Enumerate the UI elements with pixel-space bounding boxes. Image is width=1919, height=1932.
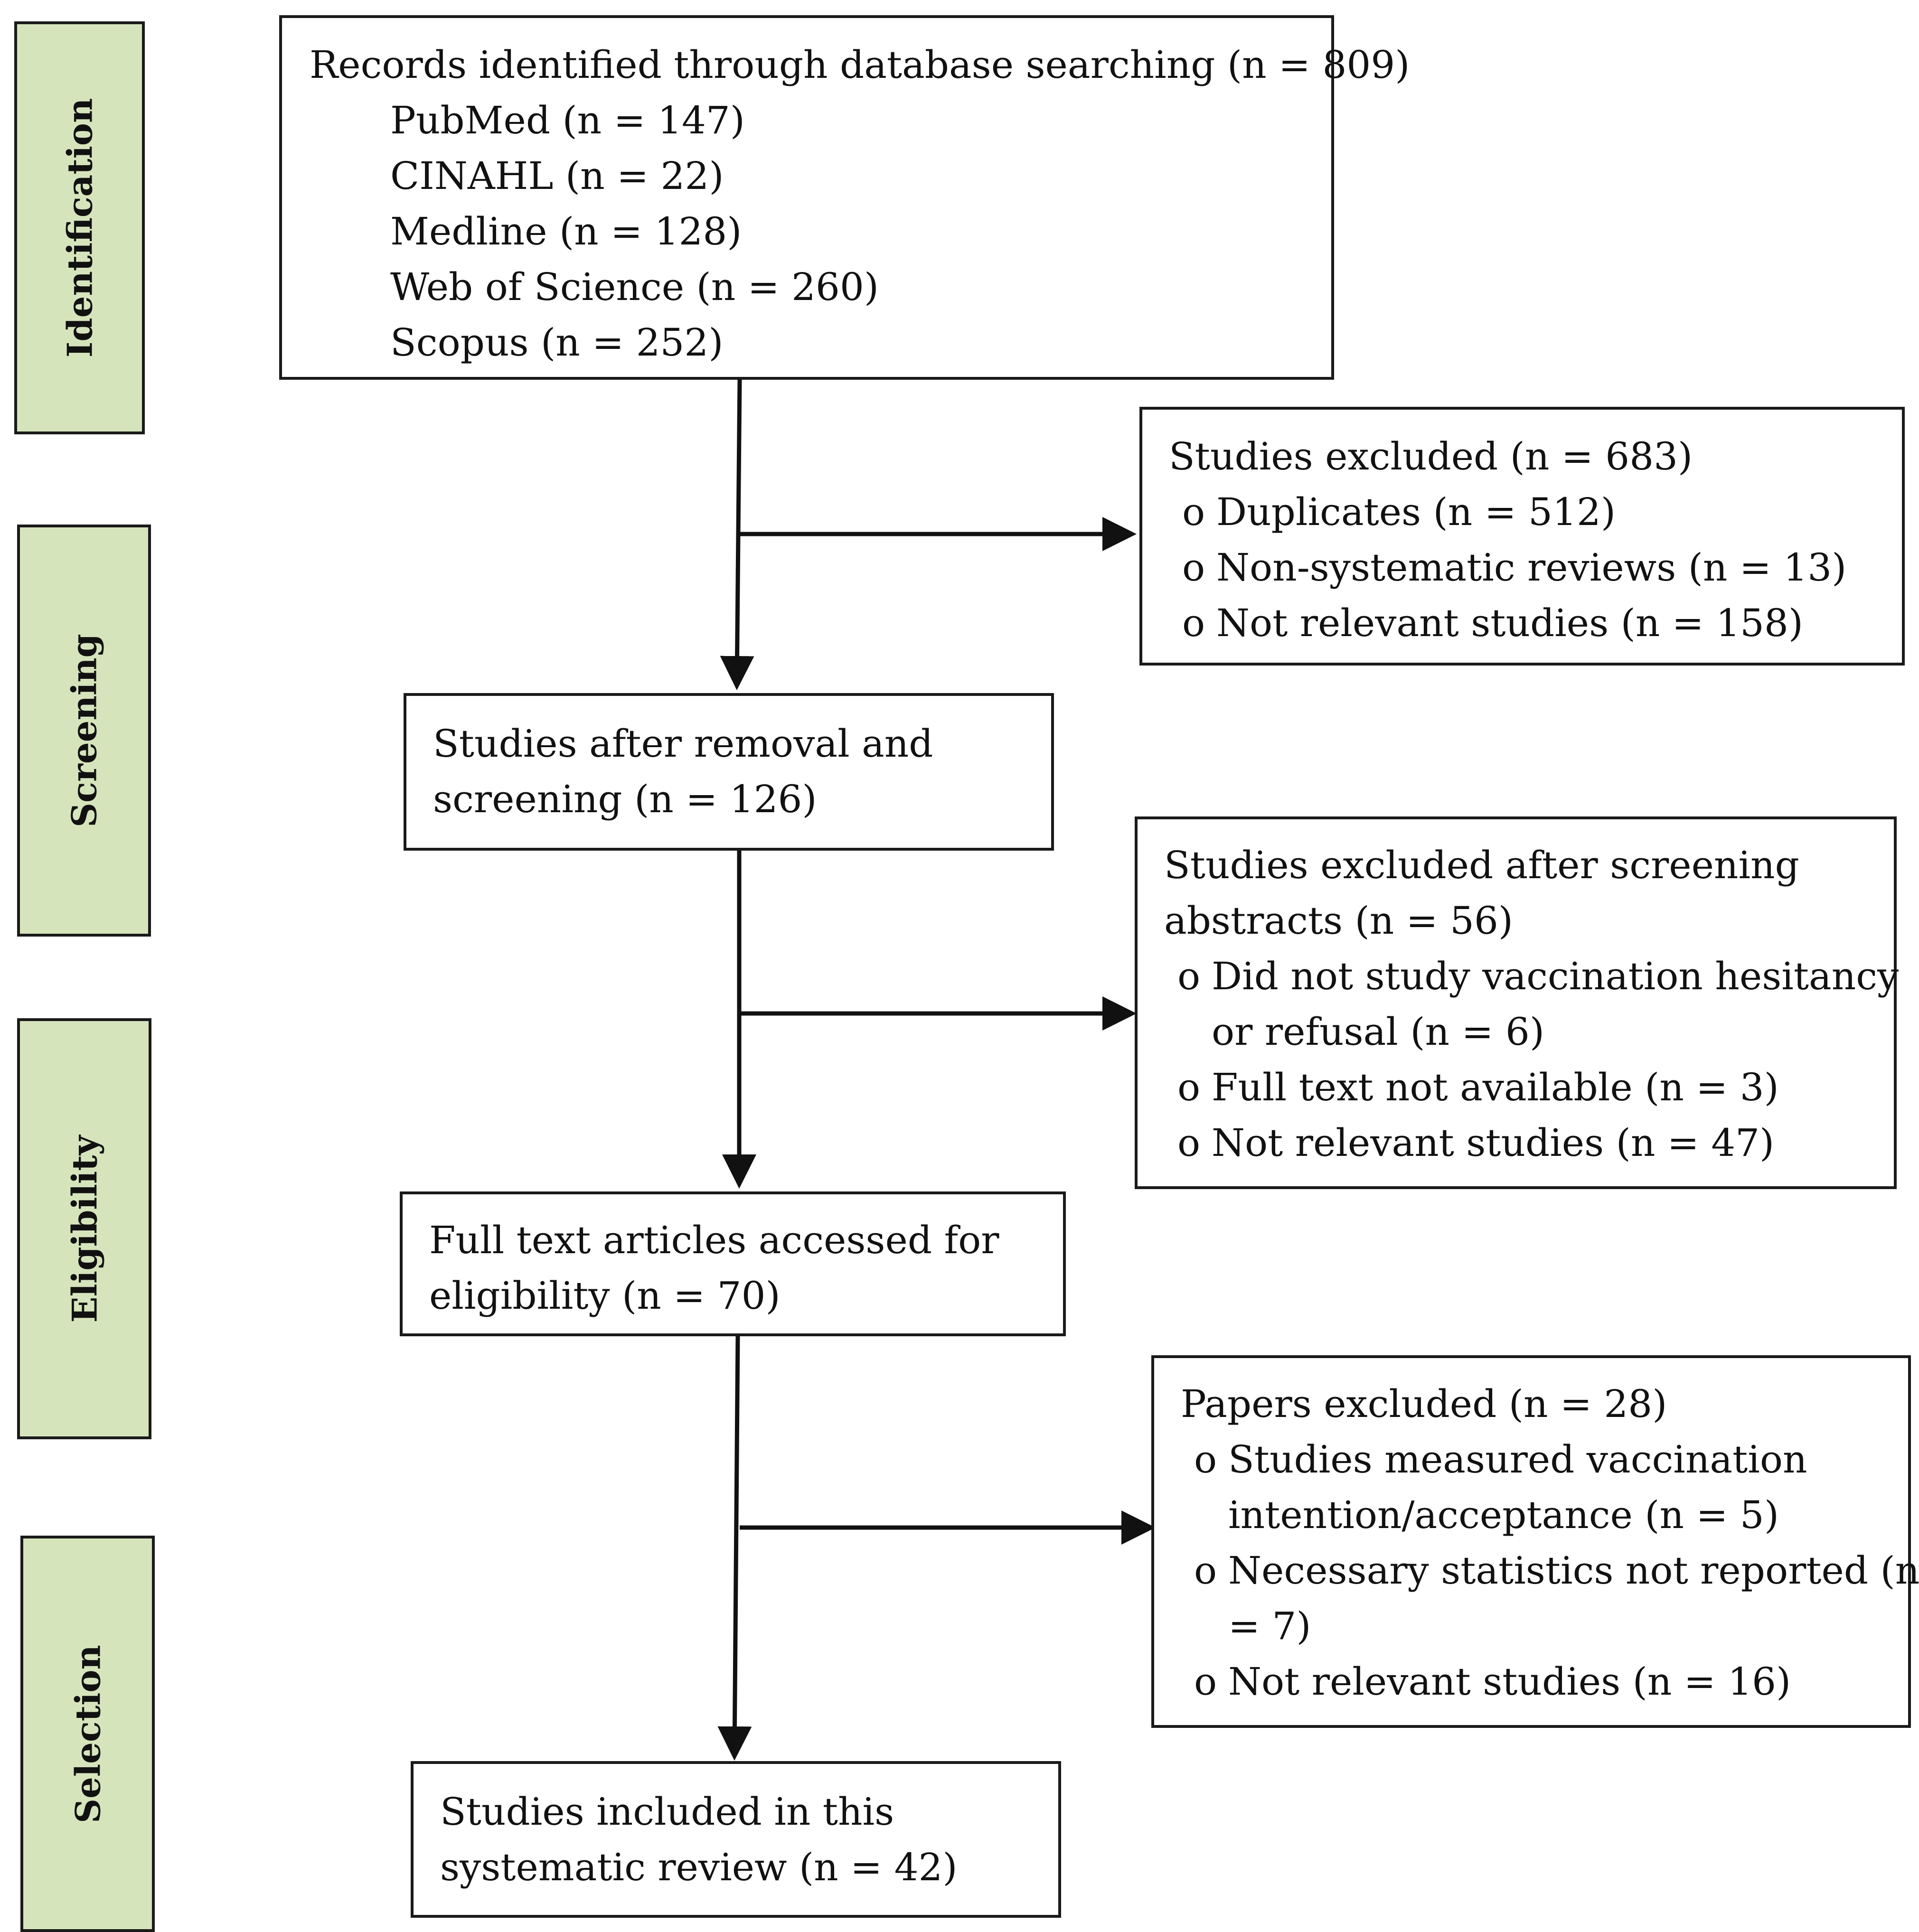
excluded-2-item-3: Not relevant studies (n = 47) (1212, 1121, 1775, 1165)
records-title: Records identified through database sear… (310, 43, 1410, 87)
excluded-2-item-1-line-1: Did not study vaccination hesitancy (1212, 954, 1899, 998)
excluded-3-item-2-line-1: Necessary statistics not reported (n (1228, 1548, 1919, 1593)
excluded-box-2: Studies excluded after screening abstrac… (1135, 816, 1899, 1189)
bullet-icon: o (1177, 1065, 1201, 1109)
bullet-icon: o (1194, 1660, 1217, 1704)
stage-label-selection: Selection (20, 1536, 155, 1932)
stage-label-eligibility: Eligibility (17, 1018, 151, 1439)
included-line-1: Studies included in this (440, 1790, 894, 1834)
excluded-3-item-1-line-2: intention/acceptance (n = 5) (1228, 1493, 1779, 1537)
excluded-1-duplicates: Duplicates (n = 512) (1216, 490, 1616, 534)
excluded-1-non-systematic: Non-systematic reviews (n = 13) (1216, 545, 1847, 590)
bullet-icon: o (1177, 954, 1201, 998)
screened-line-1: Studies after removal and (433, 722, 933, 766)
excluded-3-item-1-line-1: Studies measured vaccination (1228, 1437, 1807, 1482)
bullet-icon: o (1182, 545, 1205, 590)
excluded-2-title-line-2: abstracts (n = 56) (1164, 899, 1514, 943)
excluded-1-title: Studies excluded (n = 683) (1169, 434, 1693, 478)
source-cinahl: CINAHL (n = 22) (390, 154, 724, 198)
bullet-icon: o (1182, 601, 1205, 645)
source-web-of-science: Web of Science (n = 260) (390, 265, 879, 309)
source-medline: Medline (n = 128) (390, 209, 742, 253)
excluded-2-item-1-line-2: or refusal (n = 6) (1212, 1010, 1545, 1054)
excluded-3-item-3: Not relevant studies (n = 16) (1228, 1660, 1791, 1704)
bullet-icon: o (1194, 1437, 1217, 1482)
bullet-icon: o (1194, 1548, 1217, 1593)
bullet-icon: o (1182, 490, 1205, 534)
arrow-fulltext-to-included (717, 1336, 752, 1761)
screened-line-2: screening (n = 126) (433, 777, 817, 821)
excluded-1-not-relevant: Not relevant studies (n = 158) (1216, 601, 1804, 645)
included-line-2: systematic review (n = 42) (440, 1845, 958, 1889)
fulltext-articles-box: Full text articles accessed for eligibil… (400, 1191, 1066, 1336)
source-scopus: Scopus (n = 252) (390, 320, 724, 365)
excluded-3-title: Papers excluded (n = 28) (1181, 1382, 1667, 1426)
bullet-icon: o (1177, 1121, 1201, 1165)
fulltext-line-1: Full text articles accessed for (429, 1218, 999, 1262)
included-studies-box: Studies included in this systematic revi… (411, 1761, 1061, 1918)
stage-label-text: Eligibility (64, 1135, 104, 1322)
excluded-2-title-line-1: Studies excluded after screening (1164, 843, 1799, 887)
fulltext-line-2: eligibility (n = 70) (429, 1274, 781, 1318)
records-identified-box: Records identified through database sear… (279, 15, 1410, 380)
screened-studies-box: Studies after removal and screening (n =… (404, 693, 1054, 851)
source-pubmed: PubMed (n = 147) (390, 98, 745, 142)
arrow-records-to-screened (720, 379, 754, 690)
stage-label-text: Identification (59, 98, 100, 358)
stage-label-screening: Screening (17, 525, 151, 937)
excluded-3-item-2-line-2: = 7) (1228, 1604, 1311, 1648)
excluded-2-item-2: Full text not available (n = 3) (1212, 1065, 1779, 1109)
stage-label-text: Screening (64, 634, 104, 827)
stage-label-identification: Identification (14, 21, 145, 434)
stage-label-text: Selection (67, 1644, 108, 1823)
